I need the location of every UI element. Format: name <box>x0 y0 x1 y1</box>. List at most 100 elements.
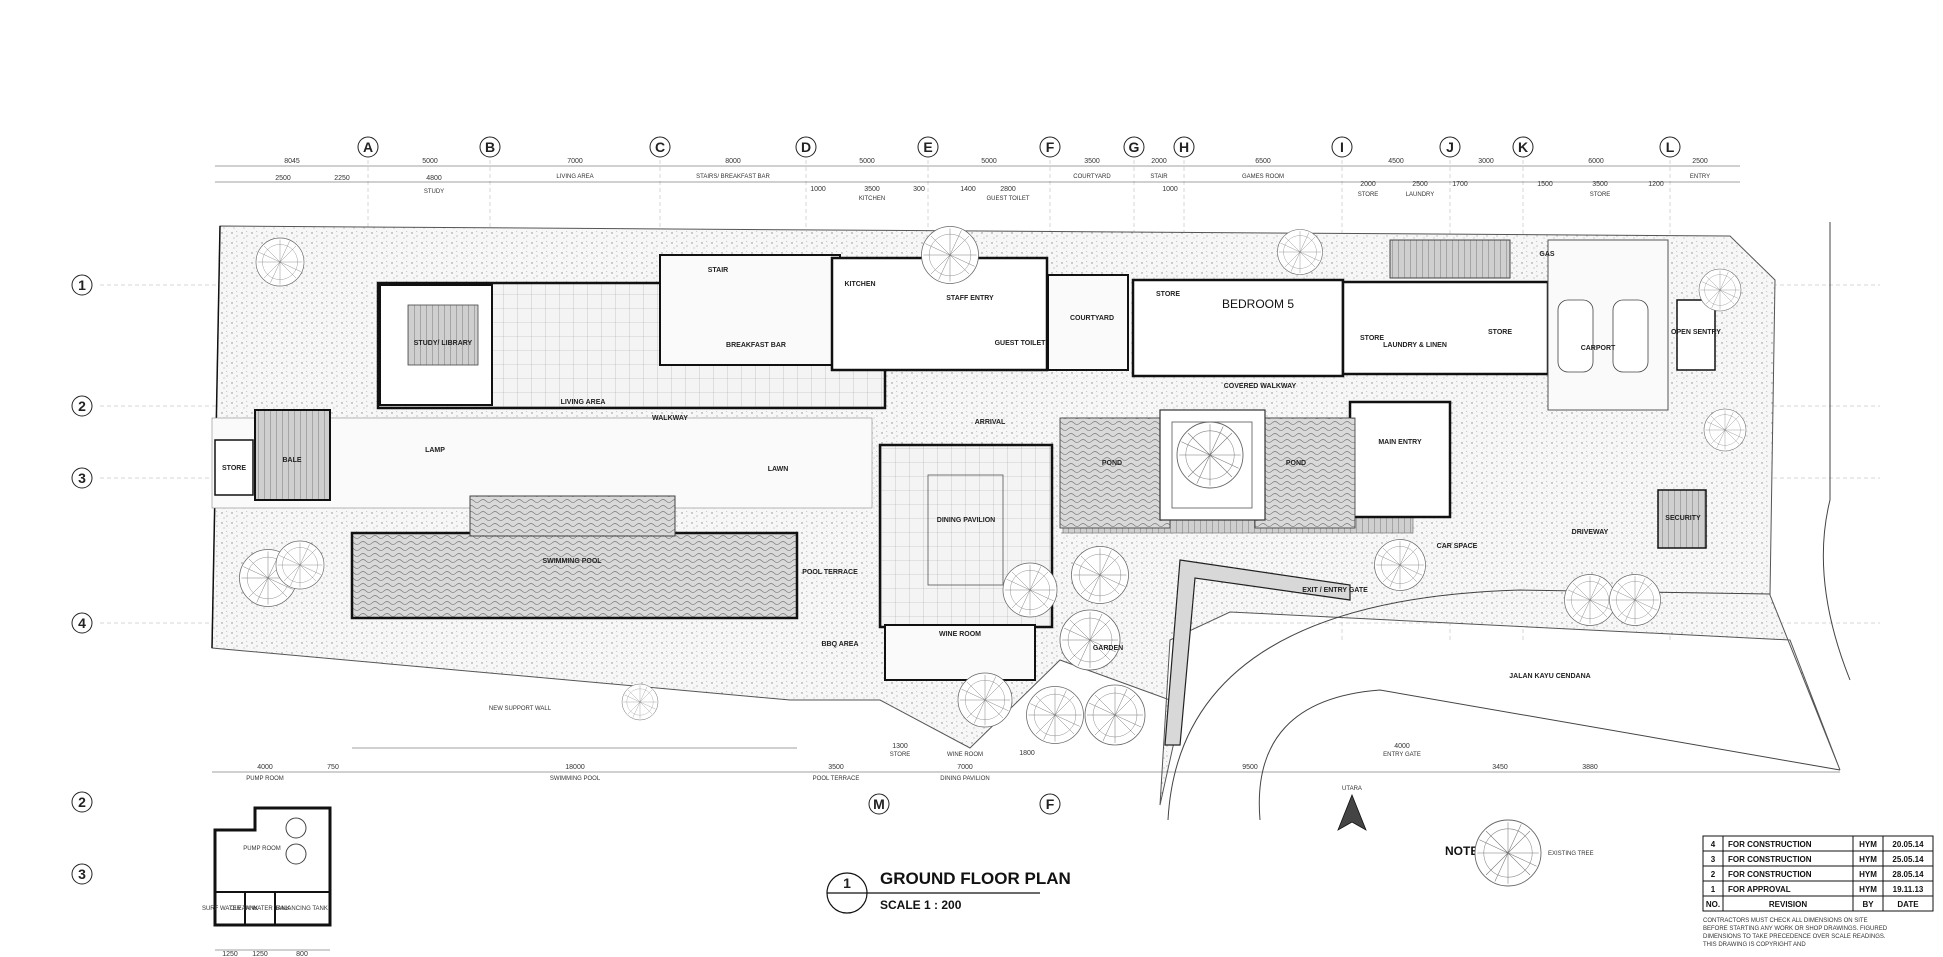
road-name-label: JALAN KAYU CENDANA <box>1509 673 1590 680</box>
svg-text:6000: 6000 <box>1588 158 1604 165</box>
svg-text:LAUNDRY: LAUNDRY <box>1406 192 1435 198</box>
svg-text:THIS DRAWING IS COPYRIGHT AND: THIS DRAWING IS COPYRIGHT AND <box>1703 942 1806 948</box>
svg-text:SWIMMING POOL: SWIMMING POOL <box>550 776 601 782</box>
revisions-table: 4 FOR CONSTRUCTION HYM 20.05.14 3 FOR CO… <box>1702 835 1934 948</box>
grid-bubble-d: D <box>795 136 817 158</box>
svg-text:28.05.14: 28.05.14 <box>1892 870 1924 879</box>
drawing-number: 1 <box>843 875 851 891</box>
grid-bubble-i: I <box>1331 136 1353 158</box>
svg-text:1250: 1250 <box>222 951 238 957</box>
svg-text:3450: 3450 <box>1492 764 1508 771</box>
svg-text:3500: 3500 <box>1592 181 1608 188</box>
room-carport-label: CARPORT <box>1581 345 1616 352</box>
bottom-dimension-string: 4000 750 18000 3500 1300 7000 1800 9500 … <box>212 743 1840 782</box>
svg-text:A: A <box>363 139 373 155</box>
grid-bubble-f: F <box>1039 136 1061 158</box>
room-gas-label: GAS <box>1539 251 1555 258</box>
svg-text:3880: 3880 <box>1582 764 1598 771</box>
svg-text:1800: 1800 <box>1019 750 1035 757</box>
svg-text:M: M <box>873 796 885 812</box>
svg-text:20.05.14: 20.05.14 <box>1892 840 1924 849</box>
svg-text:G: G <box>1129 139 1140 155</box>
room-lawn-label: LAWN <box>768 466 789 473</box>
room-bale-label: BALE <box>282 457 301 464</box>
svg-text:2500: 2500 <box>275 175 291 182</box>
grid-bubble-j: J <box>1439 136 1461 158</box>
svg-text:300: 300 <box>913 186 925 193</box>
svg-text:4000: 4000 <box>257 764 273 771</box>
room-arrival-label: ARRIVAL <box>975 419 1006 426</box>
svg-text:9500: 9500 <box>1242 764 1258 771</box>
svg-text:18000: 18000 <box>565 764 585 771</box>
pond-left <box>1059 417 1171 529</box>
svg-text:5000: 5000 <box>981 158 997 165</box>
svg-text:E: E <box>923 139 932 155</box>
room-stair-label: STAIR <box>708 267 728 274</box>
svg-text:4: 4 <box>78 615 86 631</box>
svg-text:HYM: HYM <box>1859 870 1877 879</box>
drawing-name: GROUND FLOOR PLAN <box>880 869 1071 888</box>
svg-text:8045: 8045 <box>284 158 300 165</box>
svg-text:750: 750 <box>327 764 339 771</box>
svg-text:STORE: STORE <box>890 752 911 758</box>
svg-text:EXISTING TREE: EXISTING TREE <box>1548 851 1594 857</box>
svg-text:LIVING AREA: LIVING AREA <box>556 174 593 180</box>
pond-right <box>1254 417 1356 529</box>
support-wall-label: NEW SUPPORT WALL <box>489 706 552 712</box>
svg-text:GAMES ROOM: GAMES ROOM <box>1242 174 1284 180</box>
svg-text:1500: 1500 <box>1537 181 1553 188</box>
grid-bubble-2: 2 <box>71 395 93 417</box>
wine-room-outline <box>884 624 1036 681</box>
svg-text:2: 2 <box>78 398 86 414</box>
svg-text:1700: 1700 <box>1452 181 1468 188</box>
room-store3-label: STORE <box>1488 329 1512 336</box>
svg-text:1250: 1250 <box>252 951 268 957</box>
car-outlines <box>1557 299 1649 373</box>
svg-text:GUEST TOILET: GUEST TOILET <box>986 196 1029 202</box>
tree-legend-note: NOTE : EXISTING TREE <box>1445 819 1594 887</box>
grid-bubble-e: E <box>917 136 939 158</box>
svg-text:J: J <box>1446 139 1454 155</box>
svg-text:4000: 4000 <box>1394 743 1410 750</box>
room-courtyard-label: COURTYARD <box>1070 315 1114 322</box>
svg-text:4500: 4500 <box>1388 158 1404 165</box>
room-labels: STUDY/ LIBRARY LIVING AREA BREAKFAST BAR… <box>222 251 1721 712</box>
room-exit-gate-label: EXIT / ENTRY GATE <box>1302 587 1368 594</box>
svg-text:DATE: DATE <box>1897 900 1919 909</box>
svg-text:7000: 7000 <box>567 158 583 165</box>
svg-text:2000: 2000 <box>1151 158 1167 165</box>
svg-text:KITCHEN: KITCHEN <box>859 196 885 202</box>
svg-text:1200: 1200 <box>1648 181 1664 188</box>
grid-bubble-a: A <box>357 136 379 158</box>
grid-bubble-b: B <box>479 136 501 158</box>
svg-text:1: 1 <box>78 277 86 293</box>
building-walls <box>214 239 1716 549</box>
svg-text:COURTYARD: COURTYARD <box>1073 174 1111 180</box>
svg-text:I: I <box>1340 139 1344 155</box>
svg-text:FOR CONSTRUCTION: FOR CONSTRUCTION <box>1728 870 1812 879</box>
swimming-pool-outline <box>350 531 799 620</box>
svg-text:CLEAN WATER TANK: CLEAN WATER TANK <box>230 906 290 912</box>
svg-text:1000: 1000 <box>810 186 826 193</box>
room-bedroom5-label: BEDROOM 5 <box>1222 297 1294 311</box>
room-store-label: STORE <box>1156 291 1180 298</box>
svg-text:STORE: STORE <box>1590 192 1611 198</box>
svg-text:HYM: HYM <box>1859 855 1877 864</box>
room-pool-label: SWIMMING POOL <box>542 558 602 565</box>
svg-text:BALANCING TANK: BALANCING TANK <box>276 906 328 912</box>
svg-text:3500: 3500 <box>828 764 844 771</box>
room-kitchen-label: KITCHEN <box>844 281 875 288</box>
svg-text:ENTRY GATE: ENTRY GATE <box>1383 752 1421 758</box>
svg-text:HYM: HYM <box>1859 885 1877 894</box>
grid-bubble-c: C <box>649 136 671 158</box>
top-dimension-string: 8045 5000 7000 8000 5000 5000 3500 2000 … <box>215 158 1740 202</box>
svg-text:STUDY: STUDY <box>424 189 444 195</box>
svg-text:D: D <box>801 139 811 155</box>
svg-text:3: 3 <box>78 470 86 486</box>
room-breakfast-label: BREAKFAST BAR <box>726 342 786 349</box>
svg-text:B: B <box>485 139 495 155</box>
svg-text:3500: 3500 <box>1084 158 1100 165</box>
svg-text:3500: 3500 <box>864 186 880 193</box>
svg-text:3000: 3000 <box>1478 158 1494 165</box>
svg-text:1400: 1400 <box>960 186 976 193</box>
